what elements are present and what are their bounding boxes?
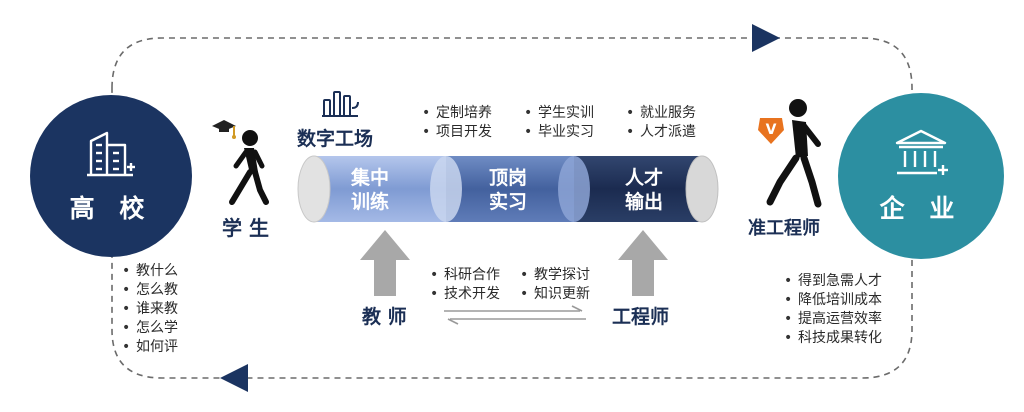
company-bullets: 得到急需人才 降低培训成本 提高运营效率 科技成果转化 [784, 272, 882, 348]
top-bullets-group-2: 学生实训 毕业实习 [524, 104, 594, 142]
list-item: 如何评 [122, 338, 178, 357]
list-item: 提高运营效率 [784, 310, 882, 329]
digital-workshop-icon [322, 91, 359, 117]
segment-output: 人才输出 [604, 162, 684, 218]
segment-training: 集中训练 [330, 162, 410, 218]
list-item: 科研合作 [430, 266, 500, 285]
school-bullets: 教什么 怎么教 谁来教 怎么学 如何评 [122, 262, 178, 357]
company-label: 企 业 [879, 194, 963, 223]
pipeline-cylinder [297, 155, 719, 223]
list-item: 怎么教 [122, 281, 178, 300]
segment-label: 集中 [350, 167, 389, 189]
segment-internship: 顶岗实习 [468, 162, 548, 218]
list-item: 谁来教 [122, 300, 178, 319]
building-icon [87, 131, 135, 177]
list-item: 怎么学 [122, 319, 178, 338]
top-bullets-group-3: 就业服务 人才派遣 [626, 104, 696, 142]
student-label: 学 生 [222, 216, 269, 240]
segment-label: 训练 [350, 191, 389, 213]
list-item: 毕业实习 [524, 123, 594, 142]
list-item: 知识更新 [520, 285, 590, 304]
list-item: 降低培训成本 [784, 291, 882, 310]
exchange-arrows [444, 305, 586, 325]
arrowhead-right [752, 24, 780, 52]
segment-label: 人才 [624, 167, 663, 189]
teacher-bullets: 科研合作 技术开发 [430, 266, 500, 304]
school-label: 高 校 [69, 194, 153, 223]
arrowhead-left [220, 364, 248, 392]
company-circle: 企 业 [838, 93, 1004, 259]
list-item: 学生实训 [524, 104, 594, 123]
engineer-bullets: 教学探讨 知识更新 [520, 266, 590, 304]
list-item: 科技成果转化 [784, 329, 882, 348]
list-item: 教什么 [122, 262, 178, 281]
engineer-up-arrow [618, 230, 668, 296]
svg-text:V: V [766, 122, 777, 138]
bank-icon [895, 129, 948, 175]
quasi-engineer-figure-icon: V [758, 99, 822, 208]
teacher-up-arrow [360, 230, 410, 296]
list-item: 教学探讨 [520, 266, 590, 285]
top-bullets-group-1: 定制培养 项目开发 [422, 104, 492, 142]
badge-v-icon [758, 118, 784, 144]
digital-workshop-label: 数字工场 [297, 128, 374, 150]
engineer-label: 工程师 [612, 306, 670, 328]
list-item: 技术开发 [430, 285, 500, 304]
quasi-engineer-label: 准工程师 [748, 218, 820, 239]
list-item: 就业服务 [626, 104, 696, 123]
list-item: 定制培养 [422, 104, 492, 123]
student-figure-icon [212, 120, 269, 205]
teacher-label: 教 师 [362, 306, 407, 328]
segment-label: 输出 [624, 191, 663, 213]
school-circle: 高 校 [30, 95, 192, 257]
segment-label: 顶岗 [488, 167, 527, 189]
segment-label: 实习 [488, 191, 527, 213]
list-item: 人才派遣 [626, 123, 696, 142]
list-item: 得到急需人才 [784, 272, 882, 291]
list-item: 项目开发 [422, 123, 492, 142]
